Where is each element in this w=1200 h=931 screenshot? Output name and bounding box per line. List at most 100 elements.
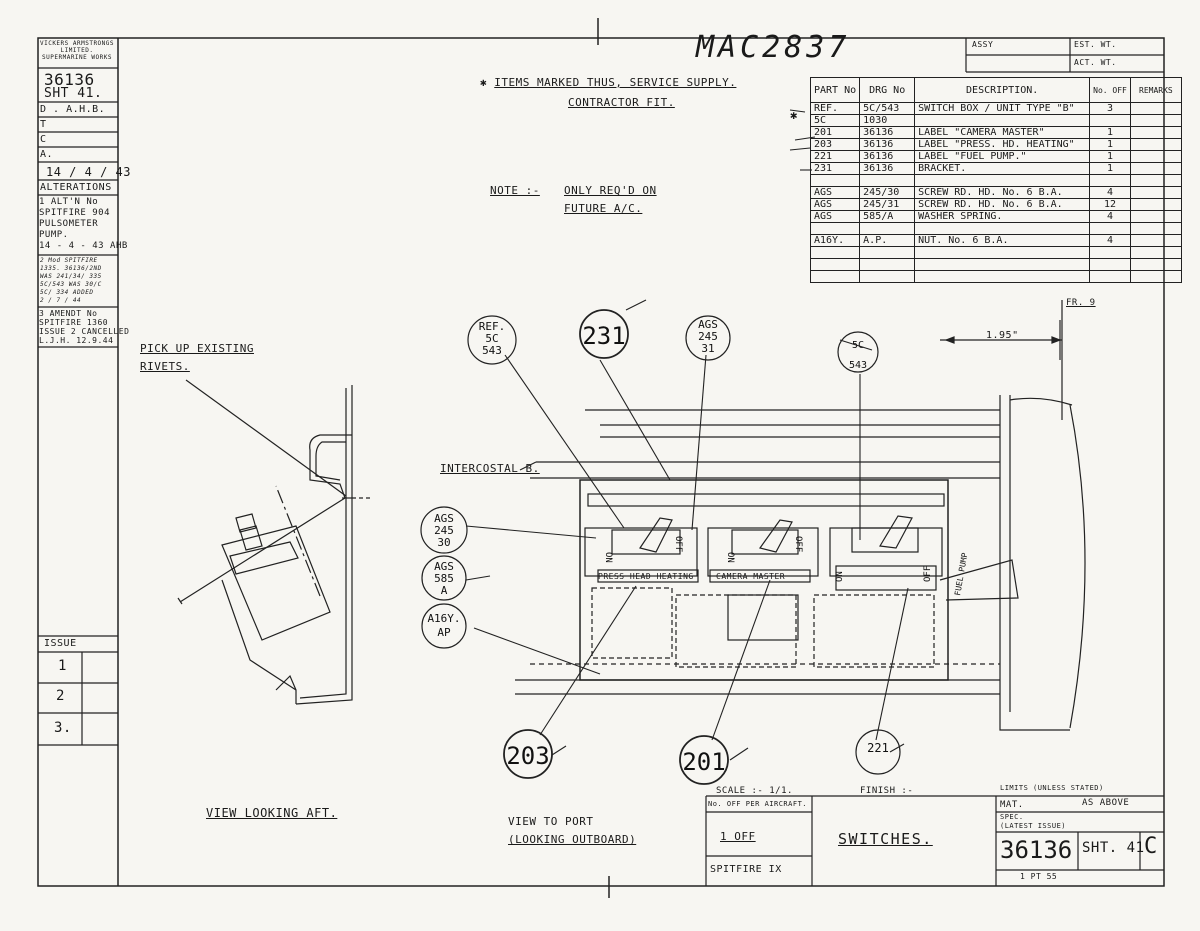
table-cell	[914, 114, 1091, 127]
bubble-ref-line1: REF.	[479, 320, 506, 333]
bubble-ags30-line1: AGS	[434, 512, 454, 525]
svg-text:ON: ON	[835, 571, 845, 582]
table-cell: LABEL "CAMERA MASTER"	[914, 126, 1091, 139]
table-cell	[1129, 270, 1182, 283]
table-cell: 1	[1089, 138, 1131, 151]
table-row	[809, 246, 1182, 259]
table-cell	[1089, 258, 1131, 271]
a16y-ap-bubble	[421, 603, 467, 649]
table-cell: 203	[809, 138, 861, 151]
table-cell	[1129, 186, 1182, 199]
leader-lines	[465, 109, 909, 761]
view-aft-drawing	[177, 379, 372, 705]
bubble-231-text: 231	[582, 322, 625, 350]
table-cell	[1129, 150, 1182, 163]
material-value: AS ABOVE	[1082, 798, 1130, 808]
table-cell	[1089, 270, 1131, 283]
table-cell	[1129, 210, 1182, 223]
bubble-ags31-line1: AGS	[698, 318, 718, 331]
pick-up-label-2: RIVETS.	[140, 360, 190, 373]
table-cell: NUT. No. 6 B.A.	[914, 234, 1091, 247]
svg-text:FUEL PUMP: FUEL PUMP	[953, 552, 969, 596]
issue-1: 1	[58, 658, 67, 674]
drawing-number-left: 36136	[44, 70, 95, 89]
bubble-5c-543	[837, 331, 879, 373]
parts-table-header: PART No DRG No DESCRIPTION. No. OFF REMA…	[809, 77, 1182, 103]
table-cell	[914, 174, 1091, 187]
table-cell	[1129, 138, 1182, 151]
pick-up-label-1: PICK UP EXISTING	[140, 342, 254, 355]
table-cell: 36136	[859, 150, 916, 163]
parts-list-table: PART No DRG No DESCRIPTION. No. OFF REMA…	[809, 77, 1182, 283]
table-cell	[859, 246, 916, 259]
bubble-sc543-line2: 543	[849, 360, 867, 371]
table-cell	[1089, 222, 1131, 235]
note-label: NOTE :-	[490, 184, 540, 197]
table-cell: SCREW RD. HD. No. 6 B.A.	[914, 198, 1091, 211]
table-cell	[914, 258, 1091, 271]
table-cell: 1	[1089, 162, 1131, 175]
label-press-head-heating: PRESS HEAD HEATING	[598, 572, 694, 581]
title-sheet-number: SHT. 41	[1082, 840, 1145, 856]
bubble-201-text: 201	[682, 748, 725, 776]
drawing-date: 14 / 4 / 43	[46, 165, 131, 179]
table-cell	[809, 270, 861, 283]
table-cell: 5C	[809, 114, 861, 127]
table-cell	[1129, 258, 1182, 271]
sheet-number-left: SHT 41.	[44, 86, 103, 101]
table-cell: LABEL "PRESS. HD. HEATING"	[914, 138, 1091, 151]
bubble-sc543-line1: 5C	[852, 340, 864, 351]
table-cell: 1	[1089, 126, 1131, 139]
table-cell: AGS	[809, 198, 861, 211]
table-cell	[809, 174, 861, 187]
drawing-number-handwritten: MAC2837	[696, 30, 851, 65]
table-cell: LABEL "FUEL PUMP."	[914, 150, 1091, 163]
frame-9-label: FR. 9	[1066, 298, 1096, 308]
ref-5c-543-bubble	[467, 315, 517, 365]
table-cell	[859, 270, 916, 283]
table-cell	[859, 174, 916, 187]
table-cell: REF.	[809, 102, 861, 115]
table-cell: SCREW RD. HD. No. 6 B.A.	[914, 186, 1091, 199]
table-cell: 585/A	[859, 210, 916, 223]
assy-label: ASSY	[972, 40, 994, 49]
bubble-221	[855, 729, 901, 775]
scale-label: SCALE :- 1/1.	[716, 786, 793, 796]
checked-by: C	[40, 134, 47, 145]
bubble-ags31-line2: 245	[698, 330, 718, 343]
issue-3: 3.	[54, 720, 72, 736]
title-drawing-number: 36136	[1000, 836, 1073, 864]
col-remarks: REMARKS	[1129, 77, 1182, 103]
bubble-ags31-line3: 31	[701, 342, 714, 355]
table-cell: A16Y.	[809, 234, 861, 247]
dimension-1-95: 1.95"	[986, 330, 1019, 341]
table-cell	[1089, 174, 1131, 187]
table-cell	[1129, 234, 1182, 247]
ags-245-30-bubble	[420, 506, 468, 554]
col-part-no: PART No	[809, 77, 861, 103]
bubble-ags30-line3: 30	[437, 536, 450, 549]
no-off-per-aircraft: No. OFF PER AIRCRAFT.	[708, 800, 808, 808]
bubble-ags585-line2: 585	[434, 572, 454, 585]
table-cell: AGS	[809, 210, 861, 223]
table-cell	[1129, 114, 1182, 127]
table-cell: 4	[1089, 210, 1131, 223]
table-cell: 12	[1089, 198, 1131, 211]
one-off: 1 OFF	[720, 830, 756, 843]
table-cell: AGS	[809, 186, 861, 199]
label-camera-master: CAMERA MASTER	[716, 572, 786, 581]
table-cell: 36136	[859, 138, 916, 151]
svg-text:OFF: OFF	[673, 536, 683, 552]
issue-2: 2	[56, 688, 65, 704]
table-cell: 231	[809, 162, 861, 175]
table-cell	[859, 258, 916, 271]
table-cell: 5C/543	[859, 102, 916, 115]
intercostal-label: INTERCOSTAL B.	[440, 462, 540, 475]
table-cell: 36136	[859, 162, 916, 175]
